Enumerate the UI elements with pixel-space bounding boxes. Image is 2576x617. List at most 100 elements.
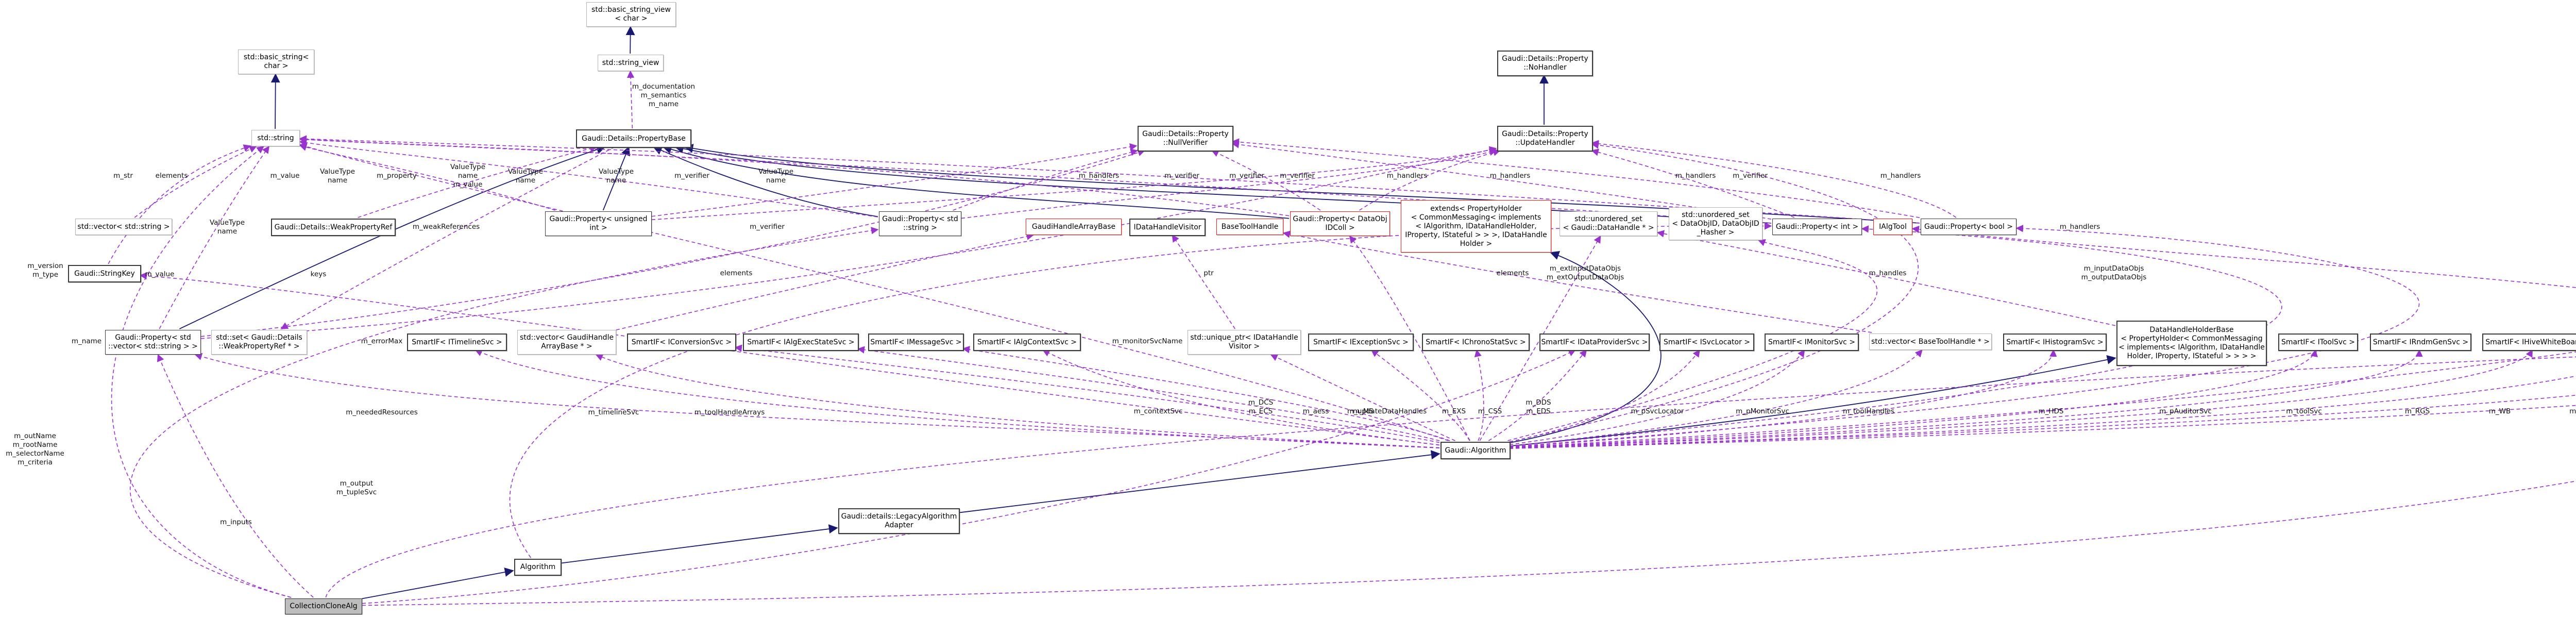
edge-label-contextsvc: m_contextSvc: [1134, 407, 1183, 416]
class-node-vector-string[interactable]: std::vector< std::string >: [75, 219, 172, 235]
class-node-stringkey[interactable]: Gaudi::StringKey: [68, 265, 141, 282]
edge-label-line: ptr: [1204, 269, 1214, 277]
edge-label-line: m_criteria: [18, 458, 53, 466]
class-node-idata-handle-visitor[interactable]: IDataHandleVisitor: [1129, 219, 1206, 236]
edge-label-line: m_toolHandles: [1842, 407, 1895, 415]
usage-edge: [139, 272, 1440, 446]
class-node-sif-timeline[interactable]: SmartIF< ITimelineSvc >: [407, 333, 507, 351]
edge-label-line: m_updateDataHandles: [1347, 407, 1427, 415]
class-node-ialgtool[interactable]: IAlgTool: [1873, 219, 1912, 235]
class-node-dhhb[interactable]: DataHandleHolderBase< PropertyHolder< Co…: [2116, 321, 2267, 366]
class-node-string[interactable]: std::string: [251, 130, 300, 146]
class-node-set-weakpropref[interactable]: std::set< Gaudi::Details::WeakPropertyRe…: [211, 330, 307, 355]
inheritance-edge: [362, 568, 514, 599]
class-node-label: < IAlgorithm, IDataHandleHolder,: [1415, 222, 1537, 230]
class-node-basic-string[interactable]: std::basic_string<char >: [238, 49, 314, 74]
class-node-sif-svclocator[interactable]: SmartIF< ISvcLocator >: [1659, 333, 1754, 351]
class-node-string-view[interactable]: std::string_view: [598, 55, 664, 71]
edge-label-neededres: m_neededResources: [346, 408, 417, 417]
class-node-label: std::string_view: [602, 58, 659, 67]
class-node-label: int >: [589, 224, 607, 232]
class-node-sif-dataprovider[interactable]: SmartIF< IDataProviderSvc >: [1539, 333, 1650, 351]
edge-label-line: m_handlers: [1386, 172, 1428, 180]
edge-label-line: m_extInputDataObjs: [1549, 264, 1621, 273]
edge-label-line: m_contextSvc: [1133, 407, 1183, 415]
class-node-uset-datahandle[interactable]: std::unordered_set< Gaudi::DataHandle * …: [1560, 211, 1657, 236]
edge-label-line: m_CSS: [1478, 407, 1502, 415]
class-node-sif-algexec[interactable]: SmartIF< IAlgExecStateSvc >: [743, 333, 859, 351]
usage-edge: [1656, 230, 2116, 326]
class-node-sif-conversion[interactable]: SmartIF< IConversionSvc >: [627, 333, 736, 351]
class-node-label: ArrayBase * >: [541, 342, 592, 351]
edge-label-line: m_handlers: [2059, 223, 2100, 231]
edge-label-line: m_rootName: [12, 441, 58, 449]
edge-label-psvcloc: m_pSvcLocator: [1631, 407, 1684, 416]
class-node-property-base[interactable]: Gaudi::Details::PropertyBase: [576, 129, 691, 148]
class-node-sif-hivewb[interactable]: SmartIF< IHiveWhiteBoard >: [2482, 333, 2576, 351]
class-node-weak-property-ref[interactable]: Gaudi::Details::WeakPropertyRef: [271, 219, 396, 236]
class-node-sif-chronostat[interactable]: SmartIF< IChronoStatSvc >: [1422, 333, 1530, 351]
edge-label-merrormax: m_errorMax: [361, 337, 403, 346]
edge-label-line: m_outName: [14, 432, 56, 440]
usage-edge: [616, 232, 1034, 330]
class-node-uset-dataobjid[interactable]: std::unordered_set< DataObjID, DataObjID…: [1669, 207, 1762, 240]
class-node-nohandler[interactable]: Gaudi::Details::Property::NoHandler: [1497, 51, 1593, 76]
class-node-algorithm[interactable]: Algorithm: [514, 559, 562, 576]
edge-label-toolhandlearrays: m_toolHandleArrays: [694, 408, 765, 417]
class-node-sif-exception[interactable]: SmartIF< IExceptionSvc >: [1308, 333, 1414, 351]
class-node-label: BaseToolHandle: [1221, 222, 1279, 231]
edge-label-line: m_handlers: [1489, 172, 1531, 180]
usage-edge: [510, 222, 1772, 558]
class-node-label: Gaudi::StringKey: [74, 269, 135, 278]
edge-label-ptr: ptr: [1204, 269, 1213, 278]
class-node-prop-bool[interactable]: Gaudi::Property< bool >: [1921, 219, 2016, 235]
class-node-sif-algcontext[interactable]: SmartIF< IAlgContextSvc >: [973, 333, 1081, 351]
class-node-base-tool-handle[interactable]: BaseToolHandle: [1216, 219, 1283, 235]
class-node-null-verifier[interactable]: Gaudi::Details::Property::NullVerifier: [1138, 126, 1233, 152]
class-node-gaudi-handle-array-base[interactable]: GaudiHandleArrayBase: [1026, 219, 1122, 235]
class-node-galgorithm[interactable]: Gaudi::Algorithm: [1440, 442, 1511, 459]
class-node-prop-vecstring[interactable]: Gaudi::Property< std::vector< std::strin…: [105, 330, 201, 355]
class-node-prop-int[interactable]: Gaudi::Property< int >: [1772, 219, 1862, 235]
edge-label-mhandlers5: m_handlers: [1880, 172, 1921, 180]
edge-label-line: m_monitorSvcName: [1112, 337, 1183, 345]
class-node-extends-box[interactable]: extends< PropertyHolder< CommonMessaging…: [1401, 200, 1551, 253]
class-node-prop-string[interactable]: Gaudi::Property< std::string >: [879, 211, 961, 236]
usage-edge: [1509, 351, 2576, 448]
edge-label-line: m_handlers: [1675, 172, 1716, 180]
edge-label-line: m_toolSvc: [2286, 407, 2322, 415]
edge-label-line: m_ECS: [1248, 407, 1273, 415]
class-node-label: < DataObjID, DataObjID: [1672, 219, 1759, 228]
class-node-collection-clone[interactable]: CollectionCloneAlg: [285, 598, 362, 614]
class-node-label: DataHandleHolderBase: [2149, 326, 2234, 334]
edge-label-pmonsvc: m_pMonitorSvc: [1736, 407, 1789, 416]
class-node-label: Visitor >: [1228, 342, 1260, 351]
class-node-basic-string-view[interactable]: std::basic_string_view< char >: [586, 2, 676, 27]
usage-edge: [1509, 225, 2282, 447]
class-node-label: < Gaudi::DataHandle * >: [1563, 224, 1654, 232]
class-node-label: Gaudi::Details::Property: [1502, 55, 1588, 63]
class-node-sif-message[interactable]: SmartIF< IMessageSvc >: [868, 333, 964, 351]
class-node-sif-rndmgen[interactable]: SmartIF< IRndmGenSvc >: [2370, 333, 2471, 351]
class-node-label: ::NoHandler: [1523, 63, 1567, 72]
edge-label-line: elements: [720, 269, 753, 277]
class-node-sif-histogram[interactable]: SmartIF< IHistogramSvc >: [2003, 333, 2107, 351]
edge-label-line: ValueType: [758, 168, 794, 176]
class-node-sif-monitor[interactable]: SmartIF< IMonitorSvc >: [1765, 333, 1859, 351]
class-node-update-handler[interactable]: Gaudi::Details::Property::UpdateHandler: [1497, 126, 1593, 152]
class-node-label: Gaudi::Details::PropertyBase: [582, 134, 686, 143]
class-node-vec-bth[interactable]: std::vector< BaseToolHandle * >: [1869, 333, 1992, 350]
class-node-label: std::vector< std::string >: [77, 222, 170, 231]
class-node-label: std::unique_ptr< IDataHandle: [1190, 333, 1298, 342]
class-node-sif-toolsvc[interactable]: SmartIF< IToolSvc >: [2278, 333, 2358, 351]
edge-label-line: m_inputs: [220, 518, 252, 526]
edge-label-line: ValueType: [319, 168, 355, 176]
